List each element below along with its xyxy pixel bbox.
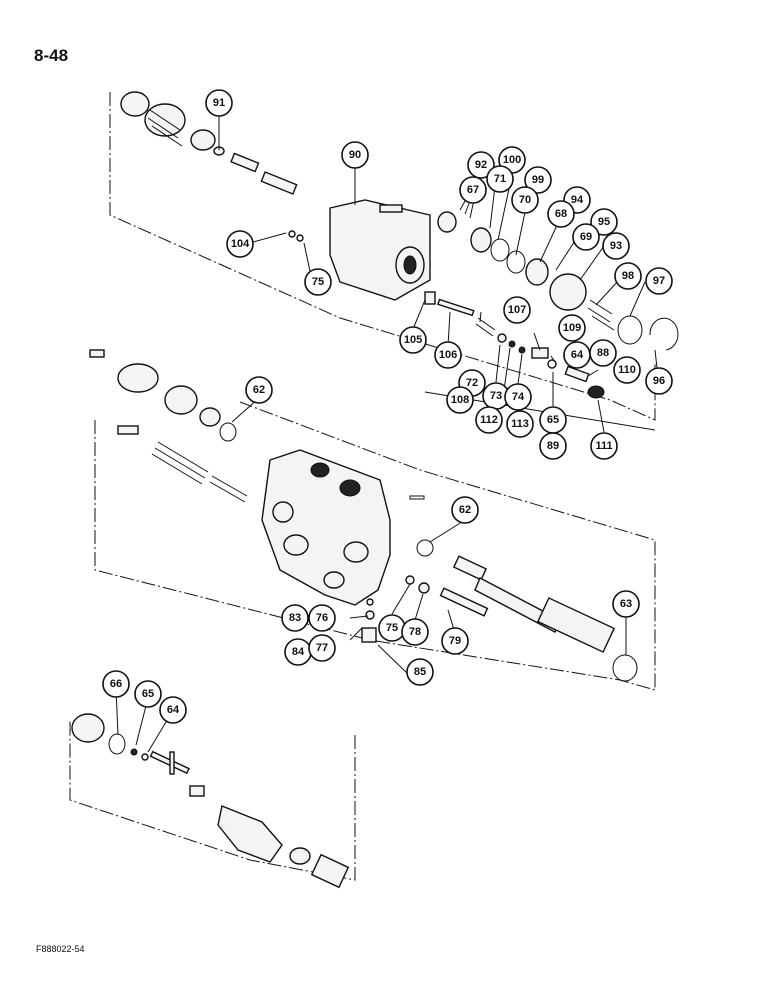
callout-65-top: 65 bbox=[539, 406, 567, 434]
svg-text:76: 76 bbox=[316, 612, 328, 624]
svg-text:85: 85 bbox=[414, 666, 426, 678]
callout-113: 113 bbox=[506, 410, 534, 438]
callout-69: 69 bbox=[572, 223, 600, 251]
callout-71: 71 bbox=[486, 165, 514, 193]
callout-105: 105 bbox=[399, 326, 427, 354]
svg-text:79: 79 bbox=[449, 635, 461, 647]
svg-text:64: 64 bbox=[167, 704, 180, 716]
svg-text:95: 95 bbox=[598, 216, 610, 228]
callout-111: 111 bbox=[590, 432, 618, 460]
svg-text:66: 66 bbox=[110, 678, 122, 690]
svg-text:94: 94 bbox=[571, 194, 584, 206]
callout-97: 97 bbox=[645, 267, 673, 295]
svg-text:108: 108 bbox=[451, 394, 469, 406]
svg-text:98: 98 bbox=[622, 270, 634, 282]
svg-text:62: 62 bbox=[253, 384, 265, 396]
svg-text:78: 78 bbox=[409, 626, 421, 638]
callout-67: 67 bbox=[459, 176, 487, 204]
callout-64-top: 64 bbox=[563, 341, 591, 369]
svg-text:113: 113 bbox=[511, 418, 529, 430]
callout-83: 83 bbox=[281, 604, 309, 632]
svg-text:67: 67 bbox=[467, 184, 479, 196]
svg-text:92: 92 bbox=[475, 159, 487, 171]
svg-text:63: 63 bbox=[620, 598, 632, 610]
svg-text:100: 100 bbox=[503, 154, 521, 166]
svg-text:72: 72 bbox=[466, 377, 478, 389]
svg-text:99: 99 bbox=[532, 174, 544, 186]
valve-parts bbox=[71, 91, 679, 889]
svg-text:97: 97 bbox=[653, 275, 665, 287]
callout-92: 92 bbox=[467, 151, 495, 179]
callout-108: 108 bbox=[446, 386, 474, 414]
svg-text:90: 90 bbox=[349, 149, 361, 161]
svg-text:109: 109 bbox=[563, 322, 581, 334]
callout-75-top: 75 bbox=[304, 268, 332, 296]
callout-77: 77 bbox=[308, 634, 336, 662]
callout-79: 79 bbox=[441, 627, 469, 655]
svg-text:112: 112 bbox=[480, 414, 498, 426]
callout-74: 74 bbox=[504, 383, 532, 411]
callout-76: 76 bbox=[308, 604, 336, 632]
callout-70: 70 bbox=[511, 186, 539, 214]
svg-text:105: 105 bbox=[404, 334, 422, 346]
callout-106: 106 bbox=[434, 341, 462, 369]
svg-text:96: 96 bbox=[653, 375, 665, 387]
callout-109: 109 bbox=[558, 314, 586, 342]
callout-68: 68 bbox=[547, 200, 575, 228]
callout-91: 91 bbox=[205, 89, 233, 117]
svg-text:64: 64 bbox=[571, 349, 584, 361]
callout-95: 95 bbox=[590, 208, 618, 236]
svg-text:77: 77 bbox=[316, 642, 328, 654]
svg-text:110: 110 bbox=[618, 364, 636, 376]
part-callouts: 91 90 92 100 67 71 99 70 94 68 95 69 93 … bbox=[102, 89, 673, 724]
svg-text:75: 75 bbox=[312, 276, 324, 288]
callout-89: 89 bbox=[539, 432, 567, 460]
svg-text:84: 84 bbox=[292, 646, 305, 658]
callout-96: 96 bbox=[645, 367, 673, 395]
callout-85: 85 bbox=[406, 658, 434, 686]
callout-110: 110 bbox=[613, 356, 641, 384]
callout-64-bottom: 64 bbox=[159, 696, 187, 724]
svg-text:74: 74 bbox=[512, 391, 525, 403]
svg-text:89: 89 bbox=[547, 440, 559, 452]
svg-text:69: 69 bbox=[580, 231, 592, 243]
svg-text:71: 71 bbox=[494, 173, 506, 185]
svg-text:107: 107 bbox=[508, 304, 526, 316]
svg-text:93: 93 bbox=[610, 240, 622, 252]
callout-99: 99 bbox=[524, 166, 552, 194]
svg-text:91: 91 bbox=[213, 97, 225, 109]
callout-88: 88 bbox=[589, 339, 617, 367]
callout-66: 66 bbox=[102, 670, 130, 698]
callout-62-lower: 62 bbox=[451, 496, 479, 524]
callout-104: 104 bbox=[226, 230, 254, 258]
svg-text:83: 83 bbox=[289, 612, 301, 624]
callout-98: 98 bbox=[614, 262, 642, 290]
callout-112: 112 bbox=[475, 406, 503, 434]
svg-text:104: 104 bbox=[231, 238, 250, 250]
callout-107: 107 bbox=[503, 296, 531, 324]
svg-text:73: 73 bbox=[490, 390, 502, 402]
callout-65-bottom: 65 bbox=[134, 680, 162, 708]
svg-text:111: 111 bbox=[595, 440, 612, 452]
callout-84: 84 bbox=[284, 638, 312, 666]
svg-text:70: 70 bbox=[519, 194, 531, 206]
svg-text:65: 65 bbox=[142, 688, 154, 700]
svg-text:106: 106 bbox=[439, 349, 457, 361]
svg-text:75: 75 bbox=[386, 622, 398, 634]
callout-75-mid: 75 bbox=[378, 614, 406, 642]
page-number: 8-48 bbox=[34, 46, 69, 65]
callout-78: 78 bbox=[401, 618, 429, 646]
callout-63: 63 bbox=[612, 590, 640, 618]
figure-code: F888022-54 bbox=[36, 944, 85, 954]
callout-90: 90 bbox=[341, 141, 369, 169]
svg-text:88: 88 bbox=[597, 347, 609, 359]
callout-62-upper: 62 bbox=[245, 376, 273, 404]
svg-text:62: 62 bbox=[459, 504, 471, 516]
svg-text:68: 68 bbox=[555, 208, 567, 220]
svg-text:65: 65 bbox=[547, 414, 559, 426]
callout-93: 93 bbox=[602, 232, 630, 260]
